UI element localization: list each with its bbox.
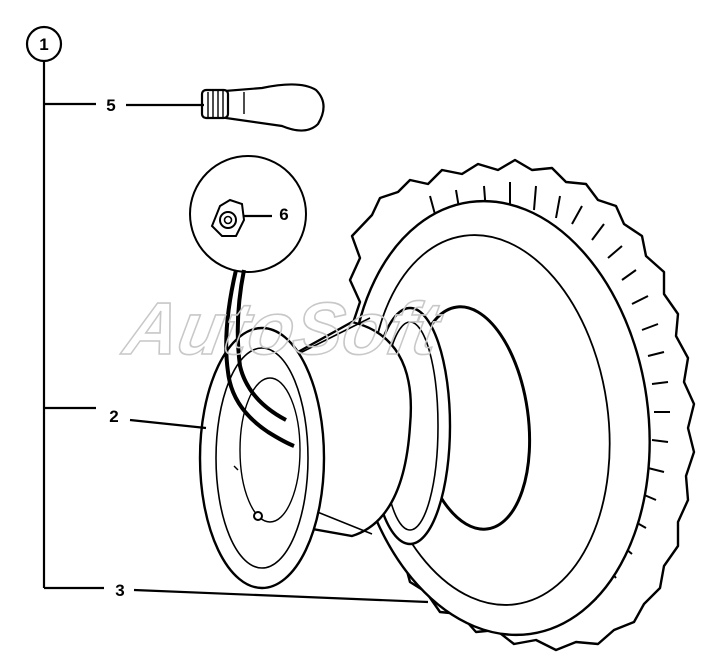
leader-line-5 (44, 102, 204, 107)
callout-3: 3 (115, 581, 124, 600)
watermark-text: AutoSoft (117, 287, 449, 370)
valve-cap (200, 88, 230, 120)
rim-illustration (198, 306, 452, 590)
leader-line-2 (44, 406, 207, 430)
callout-tree (25, 25, 429, 604)
valve-body (210, 83, 325, 132)
callout-6: 6 (279, 205, 288, 224)
nut-detail (189, 155, 307, 448)
callout-2: 2 (109, 407, 118, 426)
rim-front-flange (198, 326, 326, 590)
leader-line-3 (44, 586, 429, 604)
nut-detail-bubble (189, 155, 307, 273)
assembly-callout-number: 1 (39, 35, 48, 54)
rim-valve-hole (253, 511, 263, 521)
nut-leader-band (224, 269, 295, 448)
valve-stem-illustration (200, 83, 325, 132)
callout-5: 5 (106, 96, 115, 115)
